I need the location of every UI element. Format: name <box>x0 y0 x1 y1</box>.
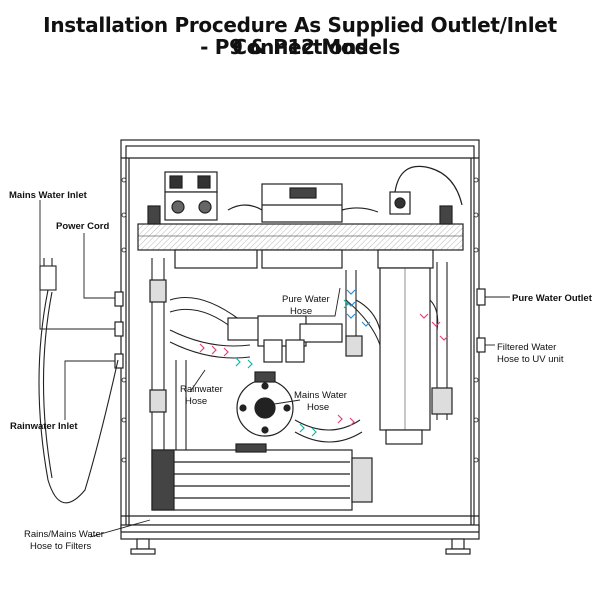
leader-lines <box>39 200 510 538</box>
manifold-fittings <box>149 279 453 415</box>
pump-motor <box>151 443 373 511</box>
diagram-title: Installation Procedure As Supplied Outle… <box>43 13 557 59</box>
filtered-water-hose-label-line1: Filtered Water <box>497 342 556 353</box>
mains-water-inlet-label: Mains Water Inlet <box>9 190 88 201</box>
pure-water-arrows <box>346 289 371 327</box>
frame-rivets <box>121 177 479 463</box>
power-cord-label: Power Cord <box>56 221 110 232</box>
filtered-water-hose-label-line2: Hose to UV unit <box>497 354 564 365</box>
filter-housings <box>174 249 434 269</box>
pure-water-outlet-label: Pure Water Outlet <box>512 293 593 304</box>
rainwater-arrows <box>199 313 449 427</box>
rains-mains-hose-label-line2: Hose to Filters <box>30 541 91 552</box>
rainwater-inlet-label: Rainwater Inlet <box>10 421 78 432</box>
rainwater-hose-label-line2: Hose <box>185 396 207 407</box>
mains-water-arrows <box>235 299 349 437</box>
uv-controller <box>227 183 379 223</box>
mains-water-hose-label-line1: Mains Water <box>294 390 347 401</box>
flow-arrows <box>199 289 449 437</box>
rains-mains-hose-label-line1: Rains/Mains Water <box>24 529 104 540</box>
power-cord <box>38 258 119 504</box>
uv-lamp-head <box>389 165 463 215</box>
pure-water-hose-label-line2: Hose <box>290 306 312 317</box>
filter-heads <box>164 171 218 221</box>
mains-water-hose-label-line2: Hose <box>307 402 329 413</box>
cabinet-base <box>120 524 480 555</box>
diagram-subtitle: - P9 & P12 Models <box>200 35 400 59</box>
pure-water-hose-label-line1: Pure Water <box>282 294 330 305</box>
uv-chamber <box>379 267 431 445</box>
rainwater-hose-label-line1: Rainwater <box>180 384 223 395</box>
pump-head <box>236 371 294 437</box>
top-shelf <box>137 205 464 251</box>
